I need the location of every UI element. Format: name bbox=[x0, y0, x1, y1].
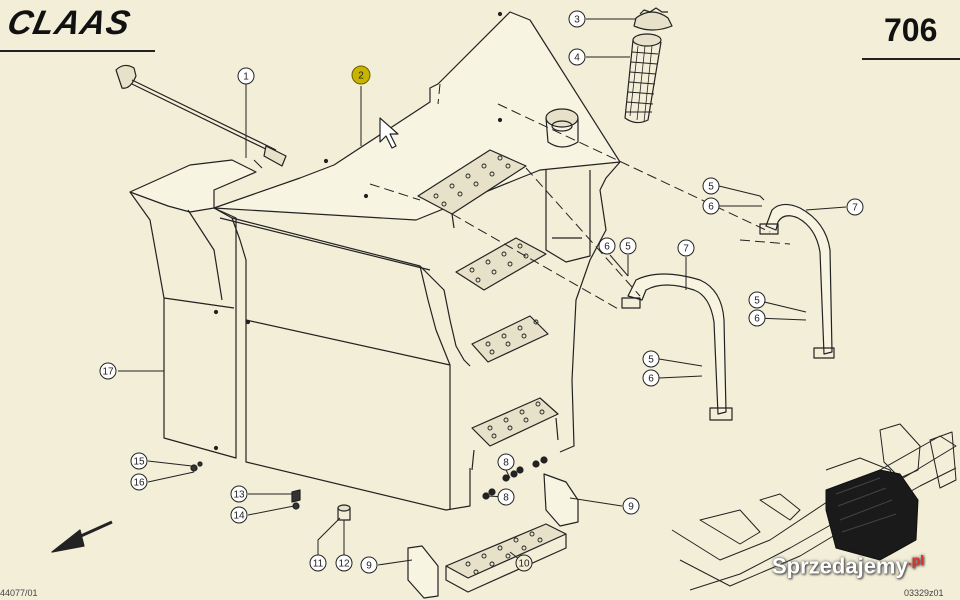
callout-17: 17 bbox=[102, 367, 114, 378]
direction-arrow bbox=[51, 520, 113, 553]
strainer-filter bbox=[624, 33, 662, 124]
callout-5: 5 bbox=[754, 296, 760, 307]
steps-upper bbox=[417, 149, 559, 471]
handrail-front bbox=[621, 273, 733, 421]
callout-6: 6 bbox=[708, 202, 714, 213]
step-bracket-right bbox=[543, 473, 579, 527]
callout-9: 9 bbox=[366, 561, 372, 572]
callout-4: 4 bbox=[574, 53, 580, 64]
callout-5: 5 bbox=[625, 242, 631, 253]
watermark: Sprzedajemy.pl bbox=[772, 552, 924, 579]
callout-7: 7 bbox=[852, 203, 858, 214]
filler-neck bbox=[545, 108, 579, 148]
callout-7: 7 bbox=[683, 244, 689, 255]
callout-13: 13 bbox=[233, 490, 245, 501]
handrail-rear bbox=[759, 203, 835, 359]
callout-1: 1 bbox=[243, 72, 249, 83]
chassis-inset bbox=[671, 423, 957, 591]
callout-16: 16 bbox=[133, 478, 145, 489]
watermark-suffix: .pl bbox=[907, 552, 925, 568]
header-rule-right bbox=[862, 58, 960, 60]
side-cover-panel bbox=[129, 159, 257, 459]
drawing-ref-right: 03329z01 bbox=[904, 588, 944, 598]
callout-12: 12 bbox=[338, 559, 350, 570]
page-number: 706 bbox=[884, 12, 938, 48]
bottom-step bbox=[445, 523, 567, 593]
callout-9: 9 bbox=[628, 502, 634, 513]
callout-6: 6 bbox=[754, 314, 760, 325]
callout-6: 6 bbox=[604, 242, 610, 253]
header-rule-left bbox=[0, 50, 155, 52]
drawing-ref-left: 44077/01 bbox=[0, 588, 38, 598]
callout-15: 15 bbox=[133, 457, 145, 468]
callout-14: 14 bbox=[233, 511, 245, 522]
filler-cap bbox=[633, 7, 673, 31]
callout-10: 10 bbox=[518, 559, 530, 570]
fasteners bbox=[190, 456, 548, 521]
callout-6: 6 bbox=[648, 374, 654, 385]
callout-5: 5 bbox=[708, 182, 714, 193]
callout-2: 2 bbox=[358, 71, 364, 82]
step-bracket-left bbox=[407, 545, 439, 599]
cursor-icon bbox=[379, 117, 399, 149]
assembly-guides bbox=[369, 83, 791, 311]
watermark-text: Sprzedajemy bbox=[772, 553, 908, 579]
callout-3: 3 bbox=[574, 15, 580, 26]
dipstick bbox=[115, 64, 287, 167]
callout-5: 5 bbox=[648, 355, 654, 366]
callout-8: 8 bbox=[503, 493, 509, 504]
callout-11: 11 bbox=[313, 559, 324, 570]
callout-8: 8 bbox=[503, 458, 509, 469]
fuel-tank-body bbox=[213, 11, 621, 511]
